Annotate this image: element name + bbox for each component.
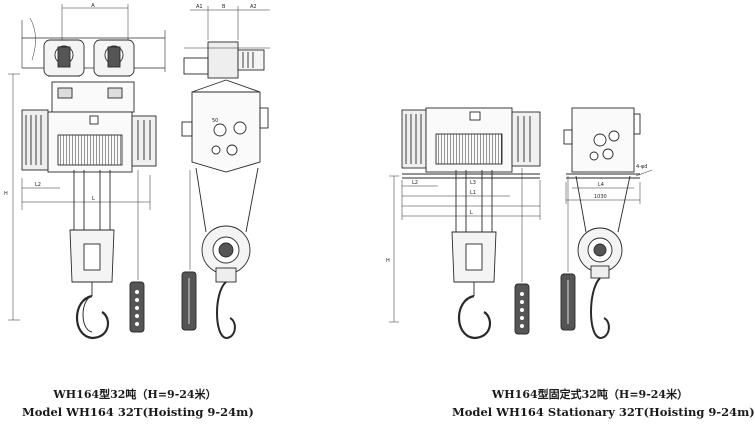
figure-1-front-view: [8, 4, 166, 340]
dim-L-label: L: [92, 196, 95, 202]
dim-50-label: 50: [212, 118, 218, 124]
figure-2-front-view: [389, 107, 541, 340]
dim-A2-label: A2: [250, 4, 257, 10]
dim-L2-label-2: L2: [412, 180, 418, 186]
dim-L2-label: L2: [35, 182, 41, 188]
pendant-control: [129, 170, 145, 333]
figure-1-caption-cn: WH164型32吨（H=9-24米）: [53, 388, 217, 401]
dim-L1-label: L1: [470, 190, 476, 196]
dim-L-label-2: L: [470, 210, 473, 216]
technical-drawing-canvas: A L2 L H A1: [4, 3, 653, 340]
figure-2-caption-cn: WH164型固定式32吨（H=9-24米）: [491, 388, 689, 401]
hoist-motor: [21, 109, 49, 171]
dim-A1-label: A1: [196, 4, 203, 10]
dim-1030-label: 1030: [594, 194, 607, 200]
trolley-wheel-right: [93, 39, 135, 77]
figure-1-side-view: [181, 6, 270, 340]
bottom-hook-block: [69, 229, 115, 340]
dim-H-label: H: [4, 191, 8, 197]
figure-1-caption-en: Model WH164 32T(Hoisting 9-24m): [22, 405, 254, 419]
dim-H-label-2: H: [386, 258, 390, 264]
dim-holes-label: 4-φd: [636, 164, 647, 170]
trolley-wheel-left: [43, 39, 85, 77]
figure-2-caption-en: Model WH164 Stationary 32T(Hoisting 9-24…: [452, 405, 755, 419]
figure-2-side-view: [560, 107, 653, 340]
dim-L3-label: L3: [470, 180, 476, 186]
dim-L4-label: L4: [598, 182, 604, 188]
dim-B-label: B: [222, 4, 226, 10]
dim-A-label: A: [91, 3, 95, 9]
